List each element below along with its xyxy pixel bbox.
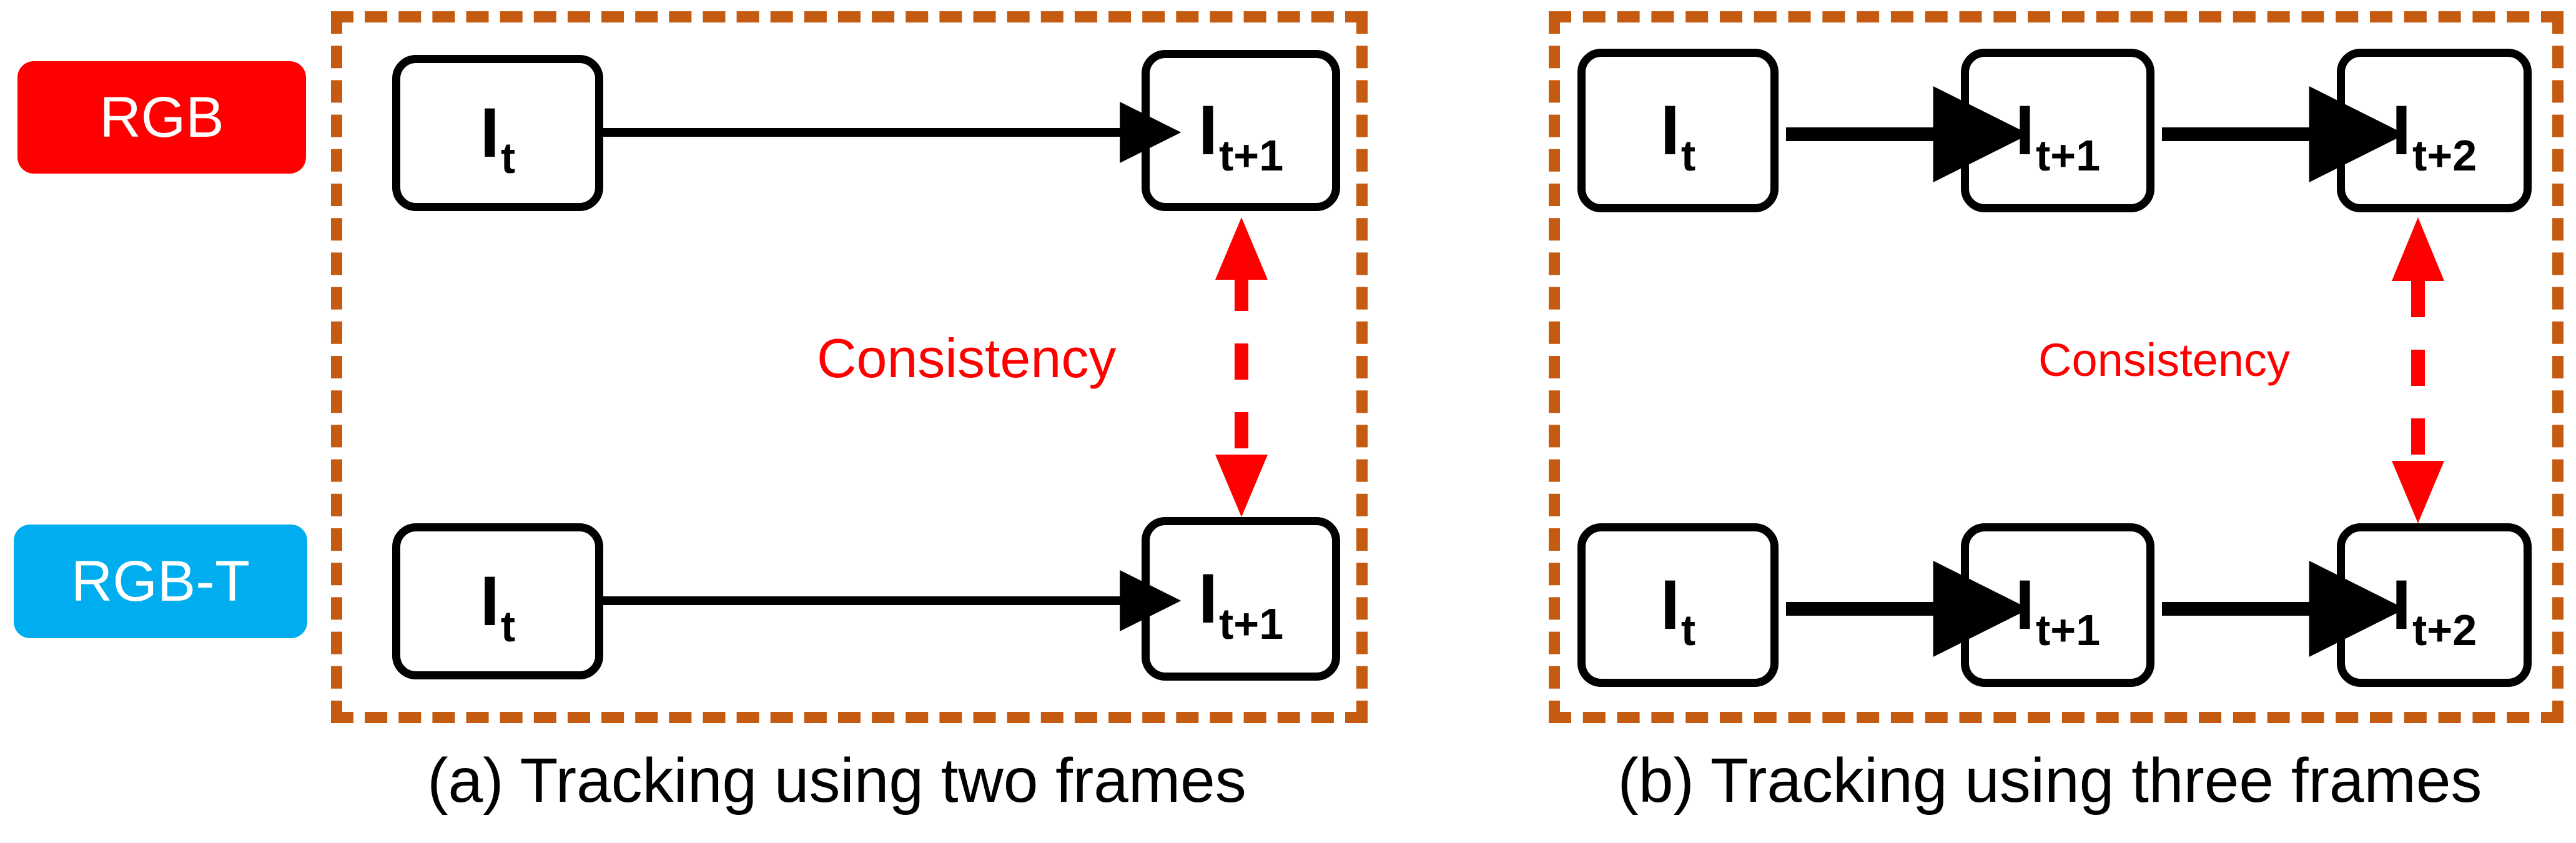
frame-label-base: I bbox=[2391, 91, 2411, 169]
panel-b-caption: (b) Tracking using three frames bbox=[1617, 746, 2482, 816]
frame-label-base: I bbox=[480, 94, 500, 172]
frame-label-subscript: t bbox=[1680, 131, 1696, 180]
frame-label-base: I bbox=[1198, 91, 1218, 169]
modality-tag-rgb: RGB bbox=[17, 61, 306, 174]
frame-label-subscript: t+1 bbox=[1219, 131, 1284, 180]
frame-label-subscript: t+2 bbox=[2412, 606, 2477, 654]
frame-label-subscript: t+1 bbox=[1219, 599, 1284, 648]
panel-a-dashed-group-box bbox=[331, 11, 1368, 723]
panel-a-caption: (a) Tracking using two frames bbox=[427, 746, 1246, 816]
frame-label-subscript: t bbox=[1680, 606, 1696, 654]
frame-label-subscript: t+1 bbox=[2036, 606, 2101, 654]
frame-label-subscript: t bbox=[500, 602, 516, 651]
panel-b-dashed-group-box bbox=[1549, 11, 2564, 723]
modality-tag-rgb-label: RGB bbox=[99, 86, 224, 149]
frame-label-base: I bbox=[2391, 566, 2411, 644]
frame-label-subscript: t+1 bbox=[2036, 131, 2101, 180]
frame-label-base: I bbox=[1660, 566, 1680, 644]
frame-label-base: I bbox=[1198, 560, 1218, 638]
frame-label-base: I bbox=[1660, 91, 1680, 169]
frame-label-subscript: t+2 bbox=[2412, 131, 2477, 180]
panel-b-consistency-label: Consistency bbox=[2038, 334, 2291, 386]
frame-label-base: I bbox=[2015, 91, 2035, 169]
frame-label-subscript: t bbox=[500, 134, 516, 182]
frame-label-base: I bbox=[2015, 566, 2035, 644]
frame-label-base: I bbox=[480, 562, 500, 640]
modality-tag-rgb-t-label: RGB-T bbox=[71, 550, 250, 613]
panel-a-consistency-label: Consistency bbox=[817, 327, 1117, 389]
modality-tag-rgb-t: RGB-T bbox=[14, 525, 307, 638]
